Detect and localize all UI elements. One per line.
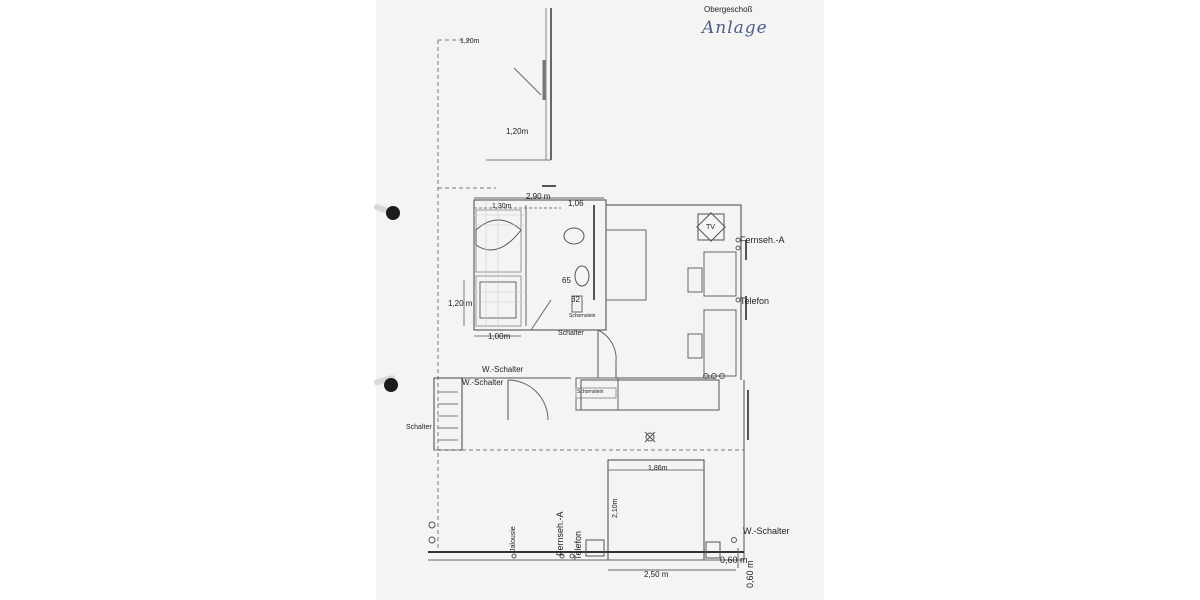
dim-shower-height: 1,20 m xyxy=(448,299,473,308)
handwritten-note: Anlage xyxy=(702,18,768,38)
w-schalter-label-1: W.-Schalter xyxy=(482,365,524,374)
dim-top-window-1: 1,20m xyxy=(460,38,480,45)
dim-wc-65: 65 xyxy=(562,276,571,285)
dim-bottom-width: 2,50 m xyxy=(644,570,669,579)
w-schalter-right-label: W.-Schalter xyxy=(743,526,790,536)
telefon-bottom-label: Telefon xyxy=(573,530,583,560)
telefon-right-label: Telefon xyxy=(740,296,770,306)
dim-bath-right: 1,06 xyxy=(568,199,584,208)
binder-ring-bottom xyxy=(384,378,398,392)
binder-ring-top xyxy=(386,206,400,220)
dim-bottom-depth-h: 0,60 m xyxy=(720,555,748,565)
dim-top-window-2: 1,20m xyxy=(506,127,529,136)
tv-label: TV xyxy=(706,224,715,231)
jalousie-label: Jalousie xyxy=(510,526,517,552)
schornstein-label-2: Schornstein xyxy=(577,389,604,395)
dim-shower-width: 1,00m xyxy=(488,332,511,341)
fernseh-anschluss-right-label: Fernseh.-A xyxy=(740,235,785,245)
dim-bath-width: 2,90 m xyxy=(526,192,551,201)
w-schalter-label-2: W.-Schalter xyxy=(462,378,504,387)
dim-bottom-depth-v: 0,60 m xyxy=(745,560,755,588)
dim-bed-width: 1,86m xyxy=(648,465,668,472)
schalter-left-label: Schalter xyxy=(406,424,432,431)
schalter-bath-label: Schalter xyxy=(558,330,584,337)
dim-bath-left: 1,30m xyxy=(492,203,512,210)
floor-title: Obergeschoß xyxy=(704,5,753,14)
dim-wc-32: 32 xyxy=(571,295,580,304)
floor-plan-drawing xyxy=(428,8,749,571)
dim-bed-length: 2,10m xyxy=(612,498,619,518)
fernseh-anschluss-bottom-label: Fernseh.-A xyxy=(555,511,565,556)
floor-plan-sheet: Obergeschoß Anlage 1,20m 1,20m 2,90 m 1,… xyxy=(376,0,824,600)
schornstein-label-1: Schornstein xyxy=(569,313,596,319)
